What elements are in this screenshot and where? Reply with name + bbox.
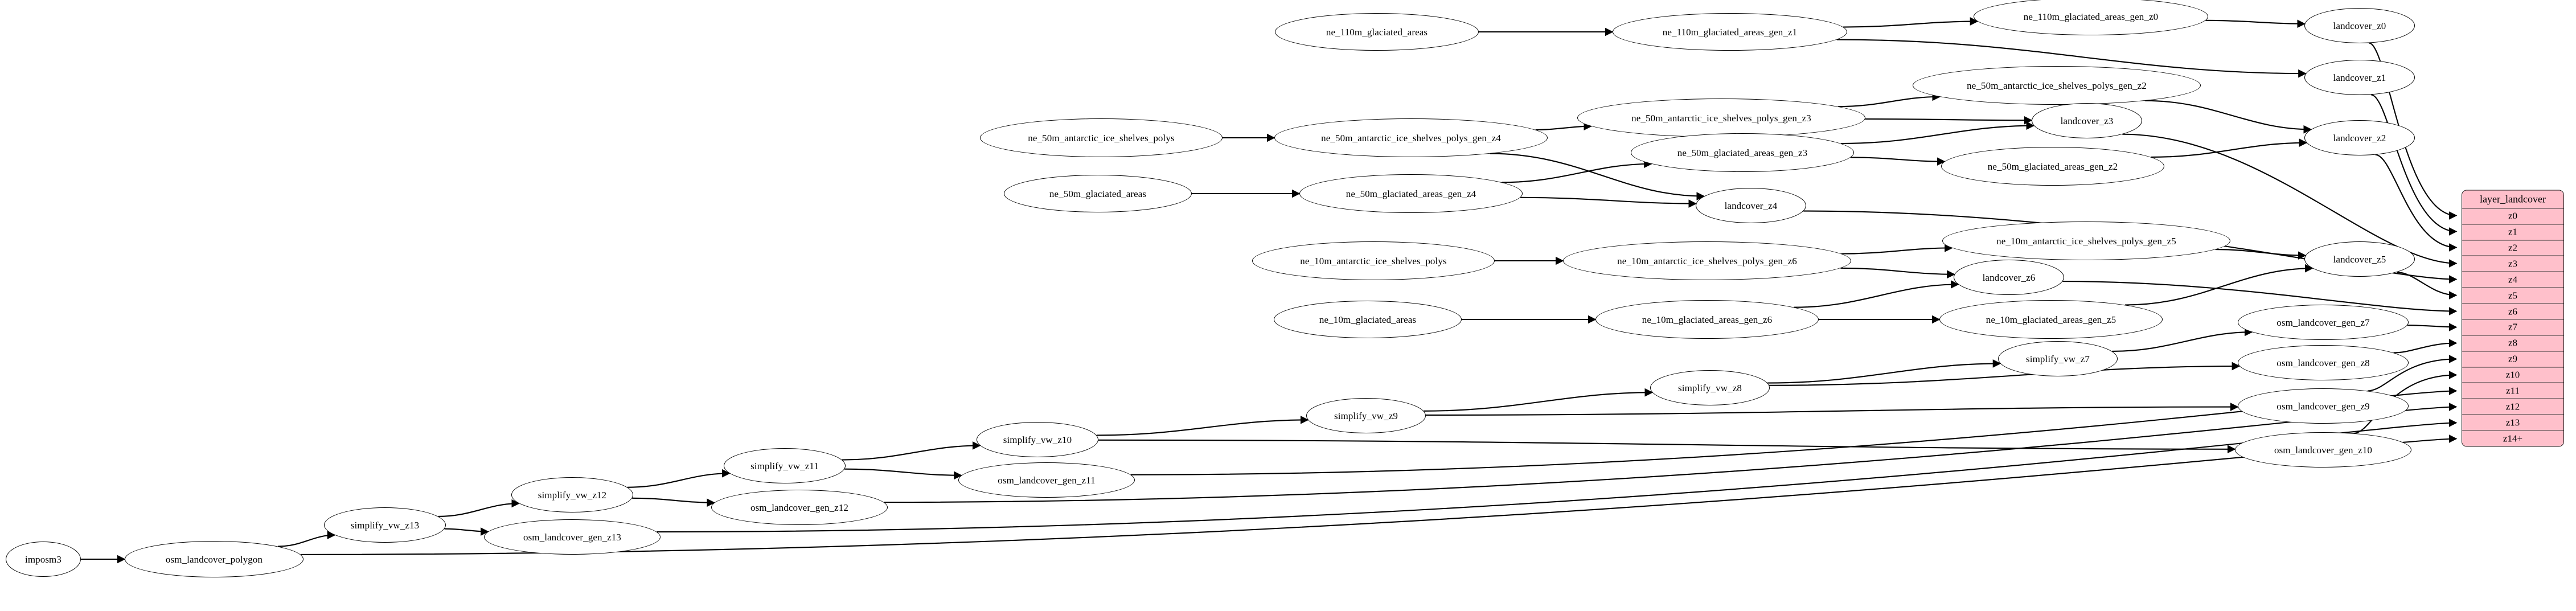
node-ne-50m-glaciated-areas-gen-z2[interactable]: ne_50m_glaciated_areas_gen_z2 <box>1941 147 2164 186</box>
node-landcover-z6[interactable]: landcover_z6 <box>1954 260 2064 295</box>
table-row-z13[interactable]: z13 <box>2462 414 2563 430</box>
node-ne-110m-glaciated-areas-gen-z1[interactable]: ne_110m_glaciated_areas_gen_z1 <box>1613 13 1847 51</box>
node-ne-10m-antarctic-ice-shelves-polys-gen-z6[interactable]: ne_10m_antarctic_ice_shelves_polys_gen_z… <box>1563 241 1851 280</box>
node-simplify-vw-z9[interactable]: simplify_vw_z9 <box>1306 398 1426 433</box>
edge-ne-10m-glaciated-areas-gen-z5-to-landcover-z5 <box>2125 264 2314 306</box>
table-row-z12[interactable]: z12 <box>2462 398 2563 415</box>
edge-simplify-vw-z12-to-osm-landcover-gen-z12 <box>632 497 716 507</box>
edge-ne-50m-antarctic-ice-shelves-polys-gen-z3-to-landcover-z3 <box>1865 116 2033 125</box>
edge-landcover-z5-to-table-z5 <box>2396 271 2458 300</box>
edge-simplify-vw-z11-to-osm-landcover-gen-z11 <box>844 468 962 480</box>
table-row-z11[interactable]: z11 <box>2462 382 2563 399</box>
edge-simplify-vw-z10-to-osm-landcover-gen-z10 <box>1098 439 2236 454</box>
table-row-z2[interactable]: z2 <box>2462 240 2563 256</box>
table-row-z10[interactable]: z10 <box>2462 367 2563 383</box>
edge-ne-50m-antarctic-ice-shelves-polys-gen-z2-to-landcover-z2 <box>2145 100 2312 134</box>
node-landcover-z4[interactable]: landcover_z4 <box>1696 188 1806 223</box>
edge-ne-50m-glaciated-areas-gen-z3-to-ne-50m-glaciated-areas-gen-z2 <box>1850 157 1946 166</box>
node-ne-50m-glaciated-areas-gen-z3[interactable]: ne_50m_glaciated_areas_gen_z3 <box>1631 133 1854 172</box>
node-osm-landcover-gen-z10[interactable]: osm_landcover_gen_z10 <box>2235 432 2411 468</box>
node-osm-landcover-gen-z13[interactable]: osm_landcover_gen_z13 <box>484 519 661 555</box>
node-ne-10m-glaciated-areas-gen-z6[interactable]: ne_10m_glaciated_areas_gen_z6 <box>1595 300 1819 339</box>
node-ne-50m-antarctic-ice-shelves-polys-gen-z2[interactable]: ne_50m_antarctic_ice_shelves_polys_gen_z… <box>1913 66 2201 105</box>
table-row-z7[interactable]: z7 <box>2462 319 2563 335</box>
table-row-z8[interactable]: z8 <box>2462 335 2563 351</box>
edge-ne-10m-glaciated-areas-gen-z6-to-landcover-z6 <box>1794 280 1959 308</box>
node-landcover-z0[interactable]: landcover_z0 <box>2304 8 2415 43</box>
node-simplify-vw-z10[interactable]: simplify_vw_z10 <box>977 422 1098 457</box>
edge-simplify-vw-z10-to-simplify-vw-z9 <box>1096 416 1309 436</box>
node-osm-landcover-gen-z12[interactable]: osm_landcover_gen_z12 <box>711 490 888 525</box>
edge-ne-10m-antarctic-ice-shelves-polys-gen-z6-to-landcover-z6 <box>1840 267 1955 279</box>
edge-simplify-vw-z7-to-osm-landcover-gen-z7 <box>2112 327 2253 352</box>
node-ne-10m-glaciated-areas-gen-z5[interactable]: ne_10m_glaciated_areas_gen_z5 <box>1939 300 2163 339</box>
edge-ne-50m-glaciated-areas-gen-z2-to-landcover-z2 <box>2151 138 2308 158</box>
edge-osm-landcover-gen-z8-to-table-z8 <box>2393 339 2458 354</box>
edge-ne-50m-glaciated-areas-gen-z3-to-landcover-z3 <box>1840 121 2035 145</box>
table-row-z0[interactable]: z0 <box>2462 208 2563 224</box>
node-simplify-vw-z12[interactable]: simplify_vw_z12 <box>511 477 633 512</box>
edge-simplify-vw-z9-to-simplify-vw-z8 <box>1424 388 1654 412</box>
edge-simplify-vw-z13-to-simplify-vw-z12 <box>438 499 520 517</box>
node-landcover-z3[interactable]: landcover_z3 <box>2032 103 2142 138</box>
table-row-z3[interactable]: z3 <box>2462 255 2563 272</box>
node-osm-landcover-polygon[interactable]: osm_landcover_polygon <box>125 541 303 577</box>
edge-simplify-vw-z8-to-osm-landcover-gen-z8 <box>1769 362 2241 386</box>
node-osm-landcover-gen-z9[interactable]: osm_landcover_gen_z9 <box>2238 388 2409 424</box>
table-header: layer_landcover <box>2462 190 2563 208</box>
node-simplify-vw-z11[interactable]: simplify_vw_z11 <box>724 448 846 483</box>
node-ne-50m-antarctic-ice-shelves-polys[interactable]: ne_50m_antarctic_ice_shelves_polys <box>980 118 1223 157</box>
table-row-z6[interactable]: z6 <box>2462 303 2563 319</box>
edge-ne-10m-antarctic-ice-shelves-polys-gen-z6-to-ne-10m-antarctic-ice-shelves-polys-gen-z5 <box>1841 244 1953 255</box>
table-row-z14plus[interactable]: z14+ <box>2462 430 2563 446</box>
edge-ne-110m-glaciated-areas-gen-z0-to-landcover-z0 <box>2205 19 2306 28</box>
node-osm-landcover-gen-z11[interactable]: osm_landcover_gen_z11 <box>958 462 1135 498</box>
edge-ne-10m-antarctic-ice-shelves-polys-gen-z5-to-landcover-z5 <box>2215 249 2307 260</box>
node-ne-110m-glaciated-areas-gen-z0[interactable]: ne_110m_glaciated_areas_gen_z0 <box>1974 0 2208 35</box>
node-landcover-z5[interactable]: landcover_z5 <box>2304 241 2415 277</box>
node-landcover-z1[interactable]: landcover_z1 <box>2304 60 2415 95</box>
edge-simplify-vw-z12-to-simplify-vw-z11 <box>627 469 731 488</box>
edge-simplify-vw-z13-to-osm-landcover-gen-z13 <box>444 527 489 536</box>
edge-landcover-z2-to-table-z2 <box>2375 154 2458 252</box>
edge-ne-50m-antarctic-ice-shelves-polys-gen-z4-to-ne-50m-antarctic-ice-shelves-polys-gen-z3 <box>1535 122 1593 131</box>
node-ne-50m-antarctic-ice-shelves-polys-gen-z3[interactable]: ne_50m_antarctic_ice_shelves_polys_gen_z… <box>1577 99 1865 137</box>
table-row-z1[interactable]: z1 <box>2462 224 2563 240</box>
edge-ne-50m-antarctic-ice-shelves-polys-gen-z3-to-ne-50m-antarctic-ice-shelves-polys-gen-z2 <box>1838 92 1941 108</box>
node-landcover-z2[interactable]: landcover_z2 <box>2304 120 2415 155</box>
node-osm-landcover-gen-z7[interactable]: osm_landcover_gen_z7 <box>2238 305 2409 340</box>
table-row-z4[interactable]: z4 <box>2462 271 2563 288</box>
node-ne-50m-glaciated-areas[interactable]: ne_50m_glaciated_areas <box>1004 175 1192 212</box>
edge-ne-110m-glaciated-areas-gen-z1-to-ne-110m-glaciated-areas-gen-z0 <box>1843 17 1979 28</box>
node-ne-50m-antarctic-ice-shelves-polys-gen-z4[interactable]: ne_50m_antarctic_ice_shelves_polys_gen_z… <box>1274 118 1548 157</box>
node-osm-landcover-gen-z8[interactable]: osm_landcover_gen_z8 <box>2238 345 2409 380</box>
edge-osm-landcover-gen-z13-to-table-z13 <box>657 419 2458 533</box>
node-imposm3[interactable]: imposm3 <box>6 542 81 577</box>
node-simplify-vw-z8[interactable]: simplify_vw_z8 <box>1650 370 1770 405</box>
node-ne-110m-glaciated-areas[interactable]: ne_110m_glaciated_areas <box>1275 13 1479 51</box>
edge-osm-landcover-gen-z7-to-table-z7 <box>2407 323 2458 331</box>
node-simplify-vw-z7[interactable]: simplify_vw_z7 <box>1998 341 2118 376</box>
node-simplify-vw-z13[interactable]: simplify_vw_z13 <box>324 507 446 543</box>
node-ne-10m-glaciated-areas[interactable]: ne_10m_glaciated_areas <box>1274 301 1462 338</box>
node-ne-10m-antarctic-ice-shelves-polys-gen-z5[interactable]: ne_10m_antarctic_ice_shelves_polys_gen_z… <box>1942 222 2230 260</box>
edge-simplify-vw-z9-to-osm-landcover-gen-z9 <box>1425 403 2239 416</box>
edge-ne-50m-glaciated-areas-gen-z4-to-landcover-z4 <box>1520 196 1697 208</box>
table-row-z9[interactable]: z9 <box>2462 351 2563 367</box>
table-row-z5[interactable]: z5 <box>2462 287 2563 304</box>
edge-simplify-vw-z11-to-simplify-vw-z10 <box>842 441 981 461</box>
edge-simplify-vw-z8-to-simplify-vw-z7 <box>1767 359 2001 384</box>
edge-landcover-z1-to-table-z1 <box>2370 94 2458 236</box>
edge-ne-50m-glaciated-areas-gen-z4-to-ne-50m-glaciated-areas-gen-z3 <box>1502 159 1652 183</box>
edge-osm-landcover-polygon-to-simplify-vw-z13 <box>278 531 336 547</box>
node-ne-10m-antarctic-ice-shelves-polys[interactable]: ne_10m_antarctic_ice_shelves_polys <box>1252 241 1495 280</box>
node-ne-50m-glaciated-areas-gen-z4[interactable]: ne_50m_glaciated_areas_gen_z4 <box>1299 174 1523 213</box>
